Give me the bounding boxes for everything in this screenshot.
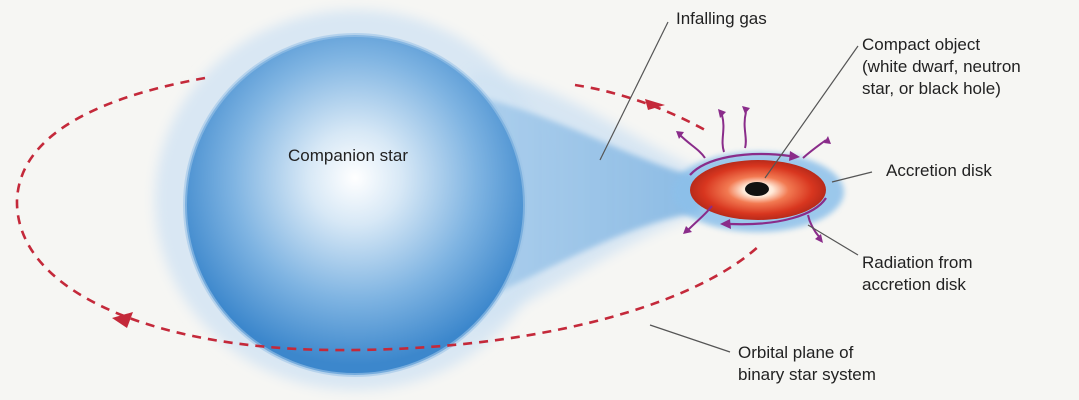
radiation-arrows (676, 106, 831, 243)
disk-rotation-arrows (689, 151, 827, 229)
orbital-plane-label-line2: binary star system (738, 365, 876, 384)
orbit-arrow-lower (112, 312, 133, 328)
radiation-label-line1: Radiation from (862, 253, 973, 272)
compact-object (745, 182, 769, 196)
compact-object-label-line3: star, or black hole) (862, 79, 1001, 98)
companion-star-label: Companion star (288, 146, 409, 165)
radiation-label-line2: accretion disk (862, 275, 966, 294)
orbital-plane-label-line1: Orbital plane of (738, 343, 854, 362)
compact-object-label: Compact object (white dwarf, neutron sta… (862, 34, 1021, 100)
companion-star (185, 35, 525, 375)
orbit-arrow-upper (645, 99, 665, 110)
radiation-label: Radiation from accretion disk (862, 252, 973, 296)
infalling-gas-stream (470, 95, 700, 305)
orbital-plane-label: Orbital plane of binary star system (738, 342, 876, 386)
infalling-gas-label: Infalling gas (676, 9, 767, 28)
orbital-path-upper (574, 83, 706, 132)
orbital-path (15, 76, 761, 352)
accretion-disk-label: Accretion disk (886, 161, 992, 180)
leader-lines (599, 21, 873, 353)
compact-object-label-line1: Compact object (862, 35, 981, 54)
compact-object-label-line2: (white dwarf, neutron (862, 57, 1021, 76)
